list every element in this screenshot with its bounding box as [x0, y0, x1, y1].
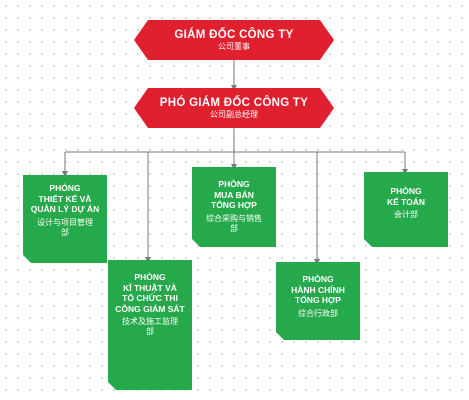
department-box-purchasing: PHÒNG MUA BÁN TỔNG HỢP 综合采购与销售 部: [192, 167, 276, 247]
department-subtitle: 技术及施工监理 部: [122, 317, 178, 336]
department-title: PHÒNG MUA BÁN TỔNG HỢP: [211, 179, 257, 210]
director-banner-shape: [134, 20, 334, 60]
deputy-banner-shape: [134, 88, 334, 128]
deputy-banner: PHÓ GIÁM ĐỐC CÔNG TY 公司副总经理: [134, 88, 334, 128]
department-box-design-project: PHÒNG THIẾT KẾ VÀ QUẢN LÝ DỰ ÁN 设计与项目管理 …: [23, 175, 107, 263]
department-subtitle: 综合采购与销售 部: [206, 213, 262, 233]
department-title: PHÒNG HÀNH CHÍNH TỔNG HỢP: [291, 274, 345, 305]
department-title: PHÒNG THIẾT KẾ VÀ QUẢN LÝ DỰ ÁN: [30, 183, 100, 214]
department-box-technical-supervision: PHÒNG KĨ THUẬT VÀ TỔ CHỨC THI CÔNG GIÁM …: [108, 260, 192, 390]
director-subtitle: 公司董事: [218, 42, 250, 51]
department-title: PHÒNG KĨ THUẬT VÀ TỔ CHỨC THI CÔNG GIÁM …: [115, 272, 185, 314]
deputy-subtitle: 公司副总经理: [210, 110, 258, 119]
department-box-accounting: PHÒNG KẾ TOÁN 会计部: [364, 172, 448, 247]
department-subtitle: 设计与项目管理 部: [37, 217, 93, 237]
department-title: PHÒNG KẾ TOÁN: [386, 186, 426, 207]
deputy-title: PHÓ GIÁM ĐỐC CÔNG TY: [159, 97, 309, 109]
director-title: GIÁM ĐỐC CÔNG TY: [174, 29, 294, 41]
department-subtitle: 综合行政部: [298, 308, 338, 318]
department-box-administration: PHÒNG HÀNH CHÍNH TỔNG HỢP 综合行政部: [276, 262, 360, 340]
department-subtitle: 会计部: [394, 210, 418, 219]
director-banner: GIÁM ĐỐC CÔNG TY 公司董事: [134, 20, 334, 60]
